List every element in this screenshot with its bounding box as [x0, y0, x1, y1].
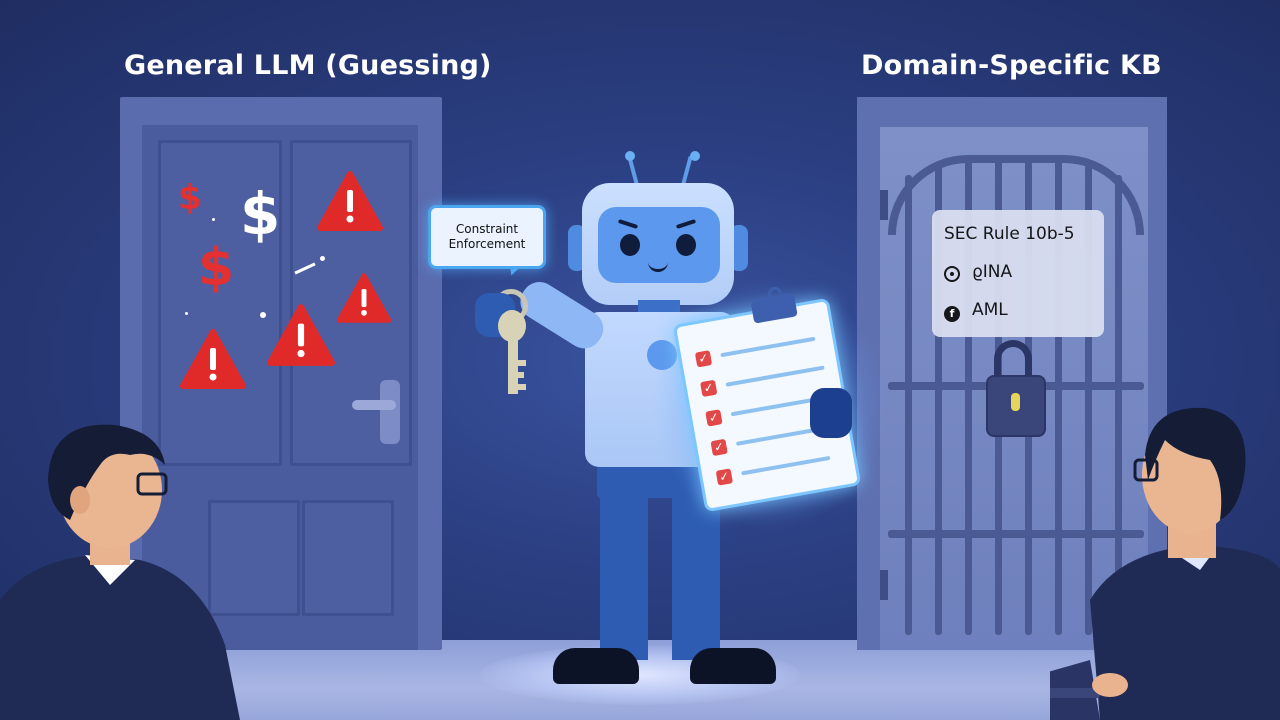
robot-smile [648, 262, 668, 272]
right-title: Domain-Specific KB [861, 50, 1162, 81]
f-circle-icon: f [944, 306, 960, 322]
speech-bubble: Constraint Enforcement [428, 205, 546, 269]
bubble-text-line2: Enforcement [448, 237, 526, 251]
robot-ear [568, 225, 586, 271]
checkbox-checked-icon: ✓ [705, 408, 723, 427]
particle [212, 218, 215, 221]
checklist-item: ✓ [715, 449, 831, 487]
key-shaft [508, 336, 518, 394]
gate-bar [935, 165, 942, 635]
circle-dot-icon [944, 266, 960, 282]
regulations-card: SEC Rule 10b-5 ϱINA f AML [932, 210, 1104, 337]
rule-label: AML [972, 300, 1008, 320]
key-tooth [518, 360, 526, 366]
antenna-tip [625, 151, 635, 161]
warning-icon [267, 304, 335, 366]
robot-ear [730, 225, 748, 271]
dollar-icon: $ [240, 180, 281, 248]
checkbox-checked-icon: ✓ [715, 467, 733, 486]
checklist-text-line [720, 336, 816, 358]
door-inset-panel [158, 140, 282, 466]
gate-crossbar [888, 530, 1144, 538]
person-left [0, 424, 240, 720]
gate-bar [1115, 175, 1122, 635]
door-handle-plate [380, 380, 400, 444]
checkbox-checked-icon: ✓ [694, 349, 713, 368]
robot-eye [676, 234, 696, 256]
rule-label: ϱINA [972, 262, 1013, 282]
rule-item: f AML [944, 300, 1008, 322]
robot-hand [810, 388, 852, 438]
door-handle[interactable] [352, 400, 396, 410]
door-inset-panel [208, 500, 300, 616]
key-tooth [518, 384, 526, 390]
warning-icon [180, 329, 246, 389]
padlock-shackle [994, 340, 1032, 386]
particle [320, 256, 325, 261]
robot-leg [600, 490, 648, 660]
door-inset-panel [302, 500, 394, 616]
key-tooth [518, 372, 524, 378]
gate-bar [905, 175, 912, 635]
gate-bar [965, 158, 972, 635]
checkbox-checked-icon: ✓ [699, 379, 718, 397]
hinge [880, 190, 888, 220]
checklist-text-line [725, 365, 825, 387]
left-title: General LLM (Guessing) [124, 50, 492, 81]
keyhole-icon [1011, 393, 1020, 411]
warning-icon [336, 273, 392, 323]
antenna-tip [690, 151, 700, 161]
bubble-text-line1: Constraint [455, 222, 519, 236]
robot-foot [553, 648, 639, 684]
particle [185, 312, 188, 315]
gate-bar [1085, 165, 1092, 635]
warning-icon [317, 171, 383, 231]
checkbox-checked-icon: ✓ [710, 438, 728, 456]
person-right [1050, 407, 1280, 720]
hinge [880, 570, 888, 600]
dollar-icon: $ [178, 178, 202, 218]
checklist-text-line [741, 455, 831, 476]
particle [260, 312, 266, 318]
dollar-icon: $ [198, 238, 235, 298]
gate-bar [1055, 158, 1062, 635]
robot-leg [672, 490, 720, 660]
robot-foot [690, 648, 776, 684]
rule-item: SEC Rule 10b-5 [944, 224, 1075, 244]
robot-eye [620, 234, 640, 256]
rule-item: ϱINA [944, 262, 1012, 282]
rule-label: SEC Rule 10b-5 [944, 224, 1075, 244]
